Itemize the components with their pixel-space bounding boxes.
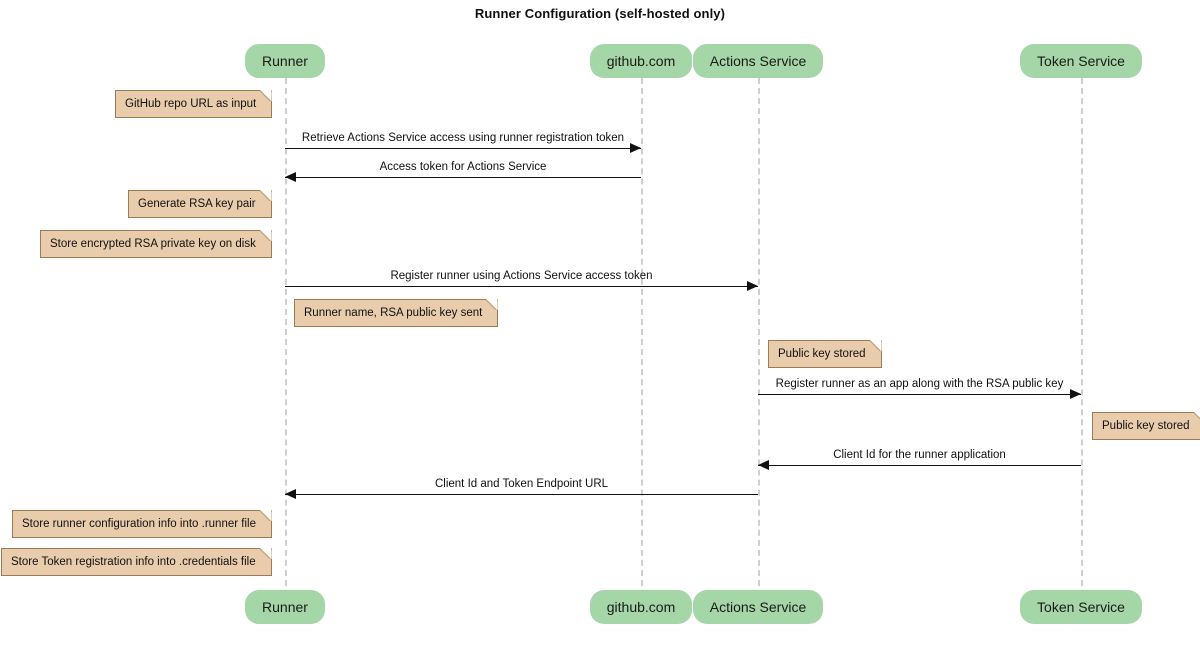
note-store-token-registration: Store Token registration info into .cred… [1,548,272,576]
note-public-key-stored-actions: Public key stored [768,340,882,368]
msg-client-id-token-endpoint-arrowhead [285,489,296,499]
msg-retrieve-actions-access-arrowhead [630,143,641,153]
participant-runner-bottom[interactable]: Runner [245,590,325,624]
participant-token-top[interactable]: Token Service [1020,44,1142,78]
msg-retrieve-actions-access-label: Retrieve Actions Service access using ru… [301,132,625,144]
msg-register-runner-arrowhead [747,281,758,291]
participant-token-bottom[interactable]: Token Service [1020,590,1142,624]
msg-retrieve-actions-access-line [285,148,641,149]
note-github-repo-url: GitHub repo URL as input [115,90,272,118]
msg-register-app-public-key-label: Register runner as an app along with the… [775,378,1064,390]
msg-client-id-label: Client Id for the runner application [833,449,1006,461]
lifeline-runner [285,78,287,586]
participant-actions-bottom[interactable]: Actions Service [693,590,823,624]
msg-access-token-label: Access token for Actions Service [379,161,547,173]
lifeline-token [1081,78,1083,586]
msg-client-id-line [758,465,1081,466]
lifeline-actions [758,78,760,586]
msg-access-token-line [285,177,641,178]
msg-client-id-token-endpoint-line [285,494,758,495]
lifeline-github [641,78,643,586]
note-public-key-stored-token: Public key stored [1092,412,1200,440]
note-runner-name-public-key: Runner name, RSA public key sent [294,299,498,327]
page-title: Runner Configuration (self-hosted only) [474,6,726,21]
msg-register-runner-label: Register runner using Actions Service ac… [390,270,653,282]
msg-access-token-arrowhead [285,172,296,182]
msg-register-app-public-key-line [758,394,1081,395]
note-generate-rsa: Generate RSA key pair [128,190,272,218]
participant-github-top[interactable]: github.com [590,44,692,78]
note-store-encrypted-key: Store encrypted RSA private key on disk [40,230,272,258]
participant-actions-top[interactable]: Actions Service [693,44,823,78]
msg-client-id-arrowhead [758,460,769,470]
msg-register-app-public-key-arrowhead [1070,389,1081,399]
msg-client-id-token-endpoint-label: Client Id and Token Endpoint URL [434,478,609,490]
participant-runner-top[interactable]: Runner [245,44,325,78]
msg-register-runner-line [285,286,758,287]
note-store-runner-config: Store runner configuration info into .ru… [12,510,272,538]
participant-github-bottom[interactable]: github.com [590,590,692,624]
